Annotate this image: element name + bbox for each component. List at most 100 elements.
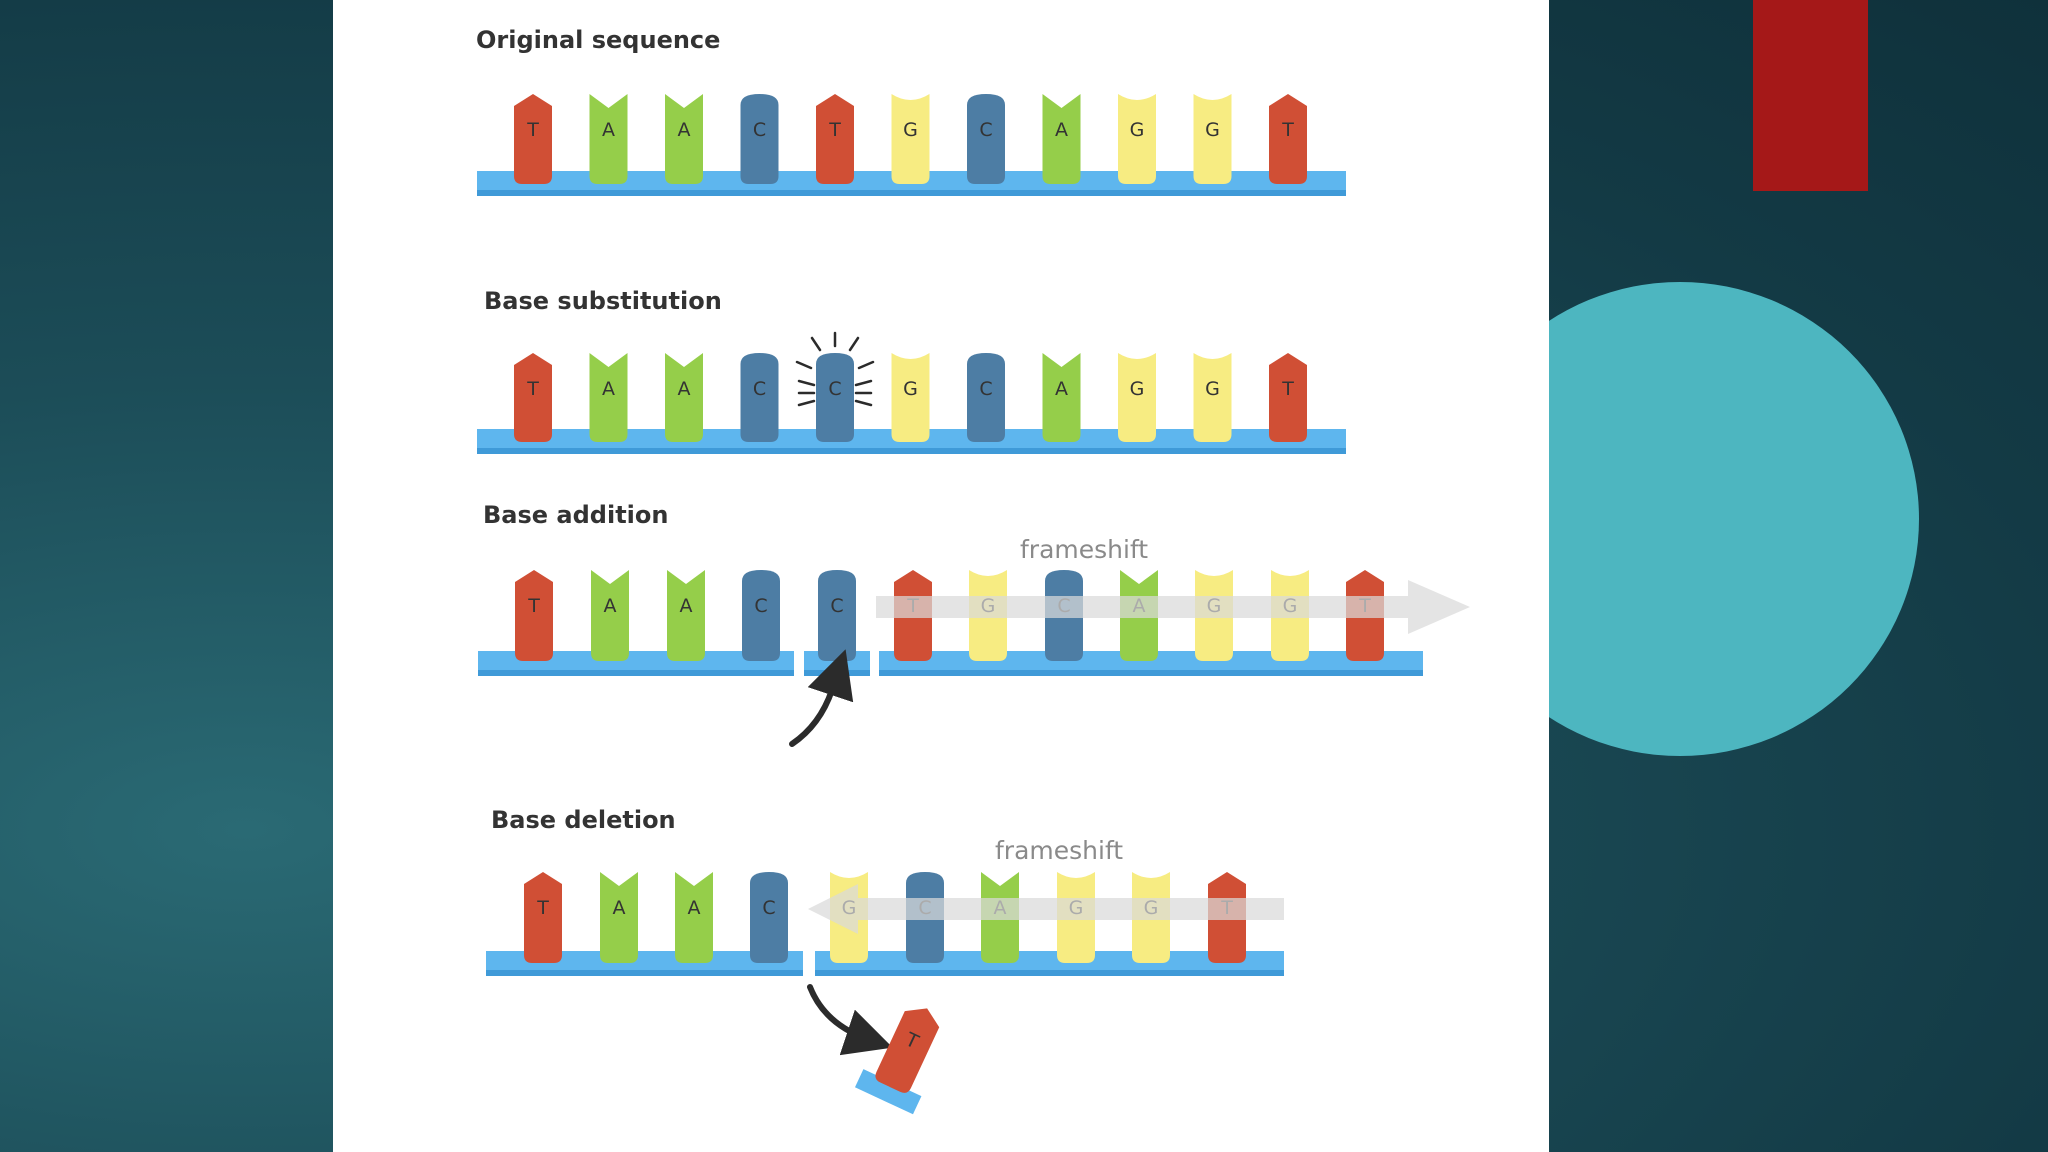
original-base-6-shape xyxy=(891,94,930,184)
addition-base-5-shape xyxy=(818,570,856,661)
substitution-base-3: A xyxy=(665,353,703,442)
deletion-base-4: C xyxy=(750,872,788,963)
original-base-7-letter: C xyxy=(979,119,992,141)
deletion-base-4-shape xyxy=(750,872,788,963)
original-base-9: G xyxy=(1118,94,1156,184)
original-base-11: T xyxy=(1269,94,1307,184)
addition-base-1-shape xyxy=(515,570,553,661)
addition-base-5: C xyxy=(818,570,856,661)
addition-base-3-shape xyxy=(667,570,705,661)
addition-base-3-letter: A xyxy=(680,595,693,617)
section-title-addition: Base addition xyxy=(483,501,668,529)
original-base-5-letter: T xyxy=(828,119,841,141)
original-base-3: A xyxy=(665,94,703,184)
substitution-base-10: G xyxy=(1193,353,1232,442)
addition-base-1-letter: T xyxy=(527,595,540,617)
deletion-base-2: A xyxy=(600,872,638,963)
backbone-addition-left-shade xyxy=(478,670,794,676)
burst-ray-11 xyxy=(857,360,875,370)
substitution-base-10-letter: G xyxy=(1205,378,1220,400)
burst-ray-1 xyxy=(797,379,816,387)
addition-base-2-shape xyxy=(591,570,629,661)
removed-base: T xyxy=(875,1008,940,1093)
insertion-arrow xyxy=(789,649,854,747)
substitution-base-9-shape xyxy=(1118,353,1156,442)
removed-backbone-piece xyxy=(854,1069,922,1115)
substitution-base-11-letter: T xyxy=(1281,378,1294,400)
original-base-2-shape xyxy=(589,94,628,184)
original-base-10: G xyxy=(1193,94,1232,184)
burst-ray-10 xyxy=(795,360,813,370)
substitution-base-4: C xyxy=(740,353,779,442)
backbone-original-shade xyxy=(477,190,1346,196)
removed-base-group: T xyxy=(854,1008,940,1115)
frameshift-label-deletion: frameshift xyxy=(995,836,1123,865)
substitution-base-7: C xyxy=(967,353,1005,442)
deletion-base-1-letter: T xyxy=(536,897,549,919)
section-title-deletion: Base deletion xyxy=(491,806,676,834)
original-base-5: T xyxy=(816,94,854,184)
original-base-1: T xyxy=(514,94,552,184)
substitution-base-7-letter: C xyxy=(979,378,992,400)
substitution-highlight-burst xyxy=(795,331,875,407)
addition-base-2: A xyxy=(591,570,629,661)
removed-base-shape xyxy=(875,1008,940,1093)
deletion-base-3-shape xyxy=(675,872,713,963)
substitution-base-2-shape xyxy=(589,353,628,442)
deletion-base-1-shape xyxy=(524,872,562,963)
original-base-3-letter: A xyxy=(678,119,691,141)
substitution-base-10-shape xyxy=(1193,353,1232,442)
backbone-deletion-left-shade xyxy=(486,970,803,976)
deletion-base-1: T xyxy=(524,872,562,963)
substitution-base-11: T xyxy=(1269,353,1307,442)
original-base-6-letter: G xyxy=(903,119,918,141)
addition-base-1: T xyxy=(515,570,553,661)
original-base-10-letter: G xyxy=(1205,119,1220,141)
substitution-base-5-letter: C xyxy=(828,378,841,400)
burst-ray-4 xyxy=(854,379,873,387)
substitution-base-4-shape xyxy=(740,353,779,442)
substitution-base-2: A xyxy=(589,353,628,442)
deletion-base-4-letter: C xyxy=(762,897,775,919)
original-base-8-shape xyxy=(1042,94,1081,184)
deletion-base-3-letter: A xyxy=(688,897,701,919)
substitution-base-3-letter: A xyxy=(678,378,691,400)
original-base-8-letter: A xyxy=(1055,119,1068,141)
original-base-9-letter: G xyxy=(1130,119,1145,141)
frameshift-arrow-addition xyxy=(876,580,1470,634)
original-base-5-shape xyxy=(816,94,854,184)
original-base-6: G xyxy=(891,94,930,184)
frameshift-label-addition: frameshift xyxy=(1020,535,1148,564)
substitution-base-8: A xyxy=(1042,353,1081,442)
original-base-7-shape xyxy=(967,94,1005,184)
original-base-4: C xyxy=(740,94,779,184)
substitution-base-5: C xyxy=(816,353,854,442)
original-base-1-letter: T xyxy=(526,119,539,141)
substitution-base-2-letter: A xyxy=(602,378,615,400)
substitution-base-1: T xyxy=(514,353,552,442)
substitution-base-6-letter: G xyxy=(903,378,918,400)
original-base-4-shape xyxy=(740,94,779,184)
addition-base-4: C xyxy=(742,570,780,661)
deletion-arrow xyxy=(807,984,893,1056)
original-base-9-shape xyxy=(1118,94,1156,184)
original-base-7: C xyxy=(967,94,1005,184)
deletion-base-2-shape xyxy=(600,872,638,963)
substitution-base-6: G xyxy=(891,353,930,442)
decorative-red-bar xyxy=(1753,0,1868,191)
backbone-addition-right-shade xyxy=(879,670,1423,676)
substitution-base-6-shape xyxy=(891,353,930,442)
burst-ray-9 xyxy=(848,336,860,352)
substitution-base-8-letter: A xyxy=(1055,378,1068,400)
deletion-base-3: A xyxy=(675,872,713,963)
frameshift-arrow-deletion xyxy=(808,884,1284,934)
section-title-original: Original sequence xyxy=(476,26,720,54)
original-base-11-shape xyxy=(1269,94,1307,184)
original-base-1-shape xyxy=(514,94,552,184)
original-base-2-letter: A xyxy=(602,119,615,141)
original-base-8: A xyxy=(1042,94,1081,184)
addition-base-5-letter: C xyxy=(830,595,843,617)
backbone-substitution-shade xyxy=(477,448,1346,454)
substitution-base-3-shape xyxy=(665,353,703,442)
backbone-deletion-right-shade xyxy=(815,970,1284,976)
